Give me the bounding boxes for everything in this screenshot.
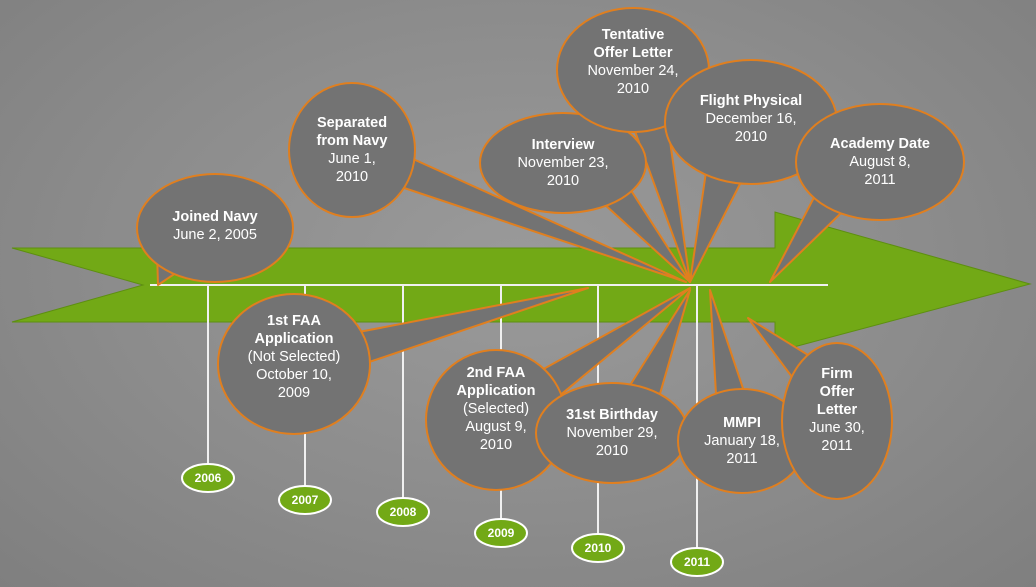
callout-bubble [781,342,893,500]
event-title: Offer [819,384,855,400]
year-pill [474,518,528,548]
event-date: 2010 [616,81,650,97]
event-title: from Navy [316,133,388,149]
event-title: 2nd FAA [466,365,526,381]
event-date: January 18, [704,433,780,449]
event-title: Interview [531,137,595,153]
callout-bubble [217,293,371,435]
event-date: (Selected) [462,401,530,417]
event-date: 2009 [277,385,311,401]
year-markers [181,463,724,577]
year-label: 2011 [683,555,711,569]
event-date: 2010 [479,437,513,453]
year-pill [571,533,625,563]
event-date: August 9, [465,419,527,435]
event-title: Application [254,331,334,347]
callout-bubble [795,103,965,221]
event-title: Flight Physical [699,93,803,109]
event-date: June 1, [328,151,376,167]
event-date: June 2, 2005 [173,227,257,243]
event-title: Joined Navy [172,209,258,225]
year-label: 2010 [584,541,612,555]
event-title: Application [456,383,536,399]
year-label: 2006 [194,471,222,485]
callout-pointers [155,114,850,404]
year-pill [376,497,430,527]
year-label: 2009 [487,526,515,540]
event-date: August 8, [849,154,911,170]
event-date: November 23, [517,155,609,171]
event-title: MMPI [723,415,761,431]
year-pill [181,463,235,493]
event-title: Academy Date [830,136,930,152]
event-date: 2010 [546,173,580,189]
event-date: 2010 [595,443,629,459]
callout-bubble [288,82,416,218]
event-callout: MMPI January 18, 2011 [683,414,801,468]
callout-bubbles [136,7,965,500]
year-pill [670,547,724,577]
event-date: November 24, [587,63,679,79]
event-title: Tentative [601,27,665,43]
event-date: 2010 [734,129,768,145]
event-date: November 29, [566,425,658,441]
year-label: 2008 [389,505,417,519]
event-title: Offer Letter [593,45,673,61]
event-title: Firm [821,366,853,382]
event-title: 31st Birthday [566,407,658,423]
event-date: 2011 [864,172,896,188]
event-title: 1st FAA [267,313,321,329]
event-title: Separated [316,115,388,131]
event-callout: 2nd FAA Application (Selected) August 9, 201… [431,364,561,454]
event-date: (Not Selected) [247,349,341,365]
event-callout: 1st FAA Application (Not Selected) October … [223,312,365,402]
event-date: 2011 [726,451,758,467]
callout-bubble [479,112,647,214]
callout-bubble [136,173,294,283]
year-label: 2007 [291,493,319,507]
event-date: October 10, [256,367,332,383]
year-pill [278,485,332,515]
event-date: 2010 [335,169,369,185]
event-date: 2011 [821,438,853,454]
event-date: June 30, [809,420,865,436]
event-date: December 16, [705,111,797,127]
event-title: Letter [816,402,858,418]
